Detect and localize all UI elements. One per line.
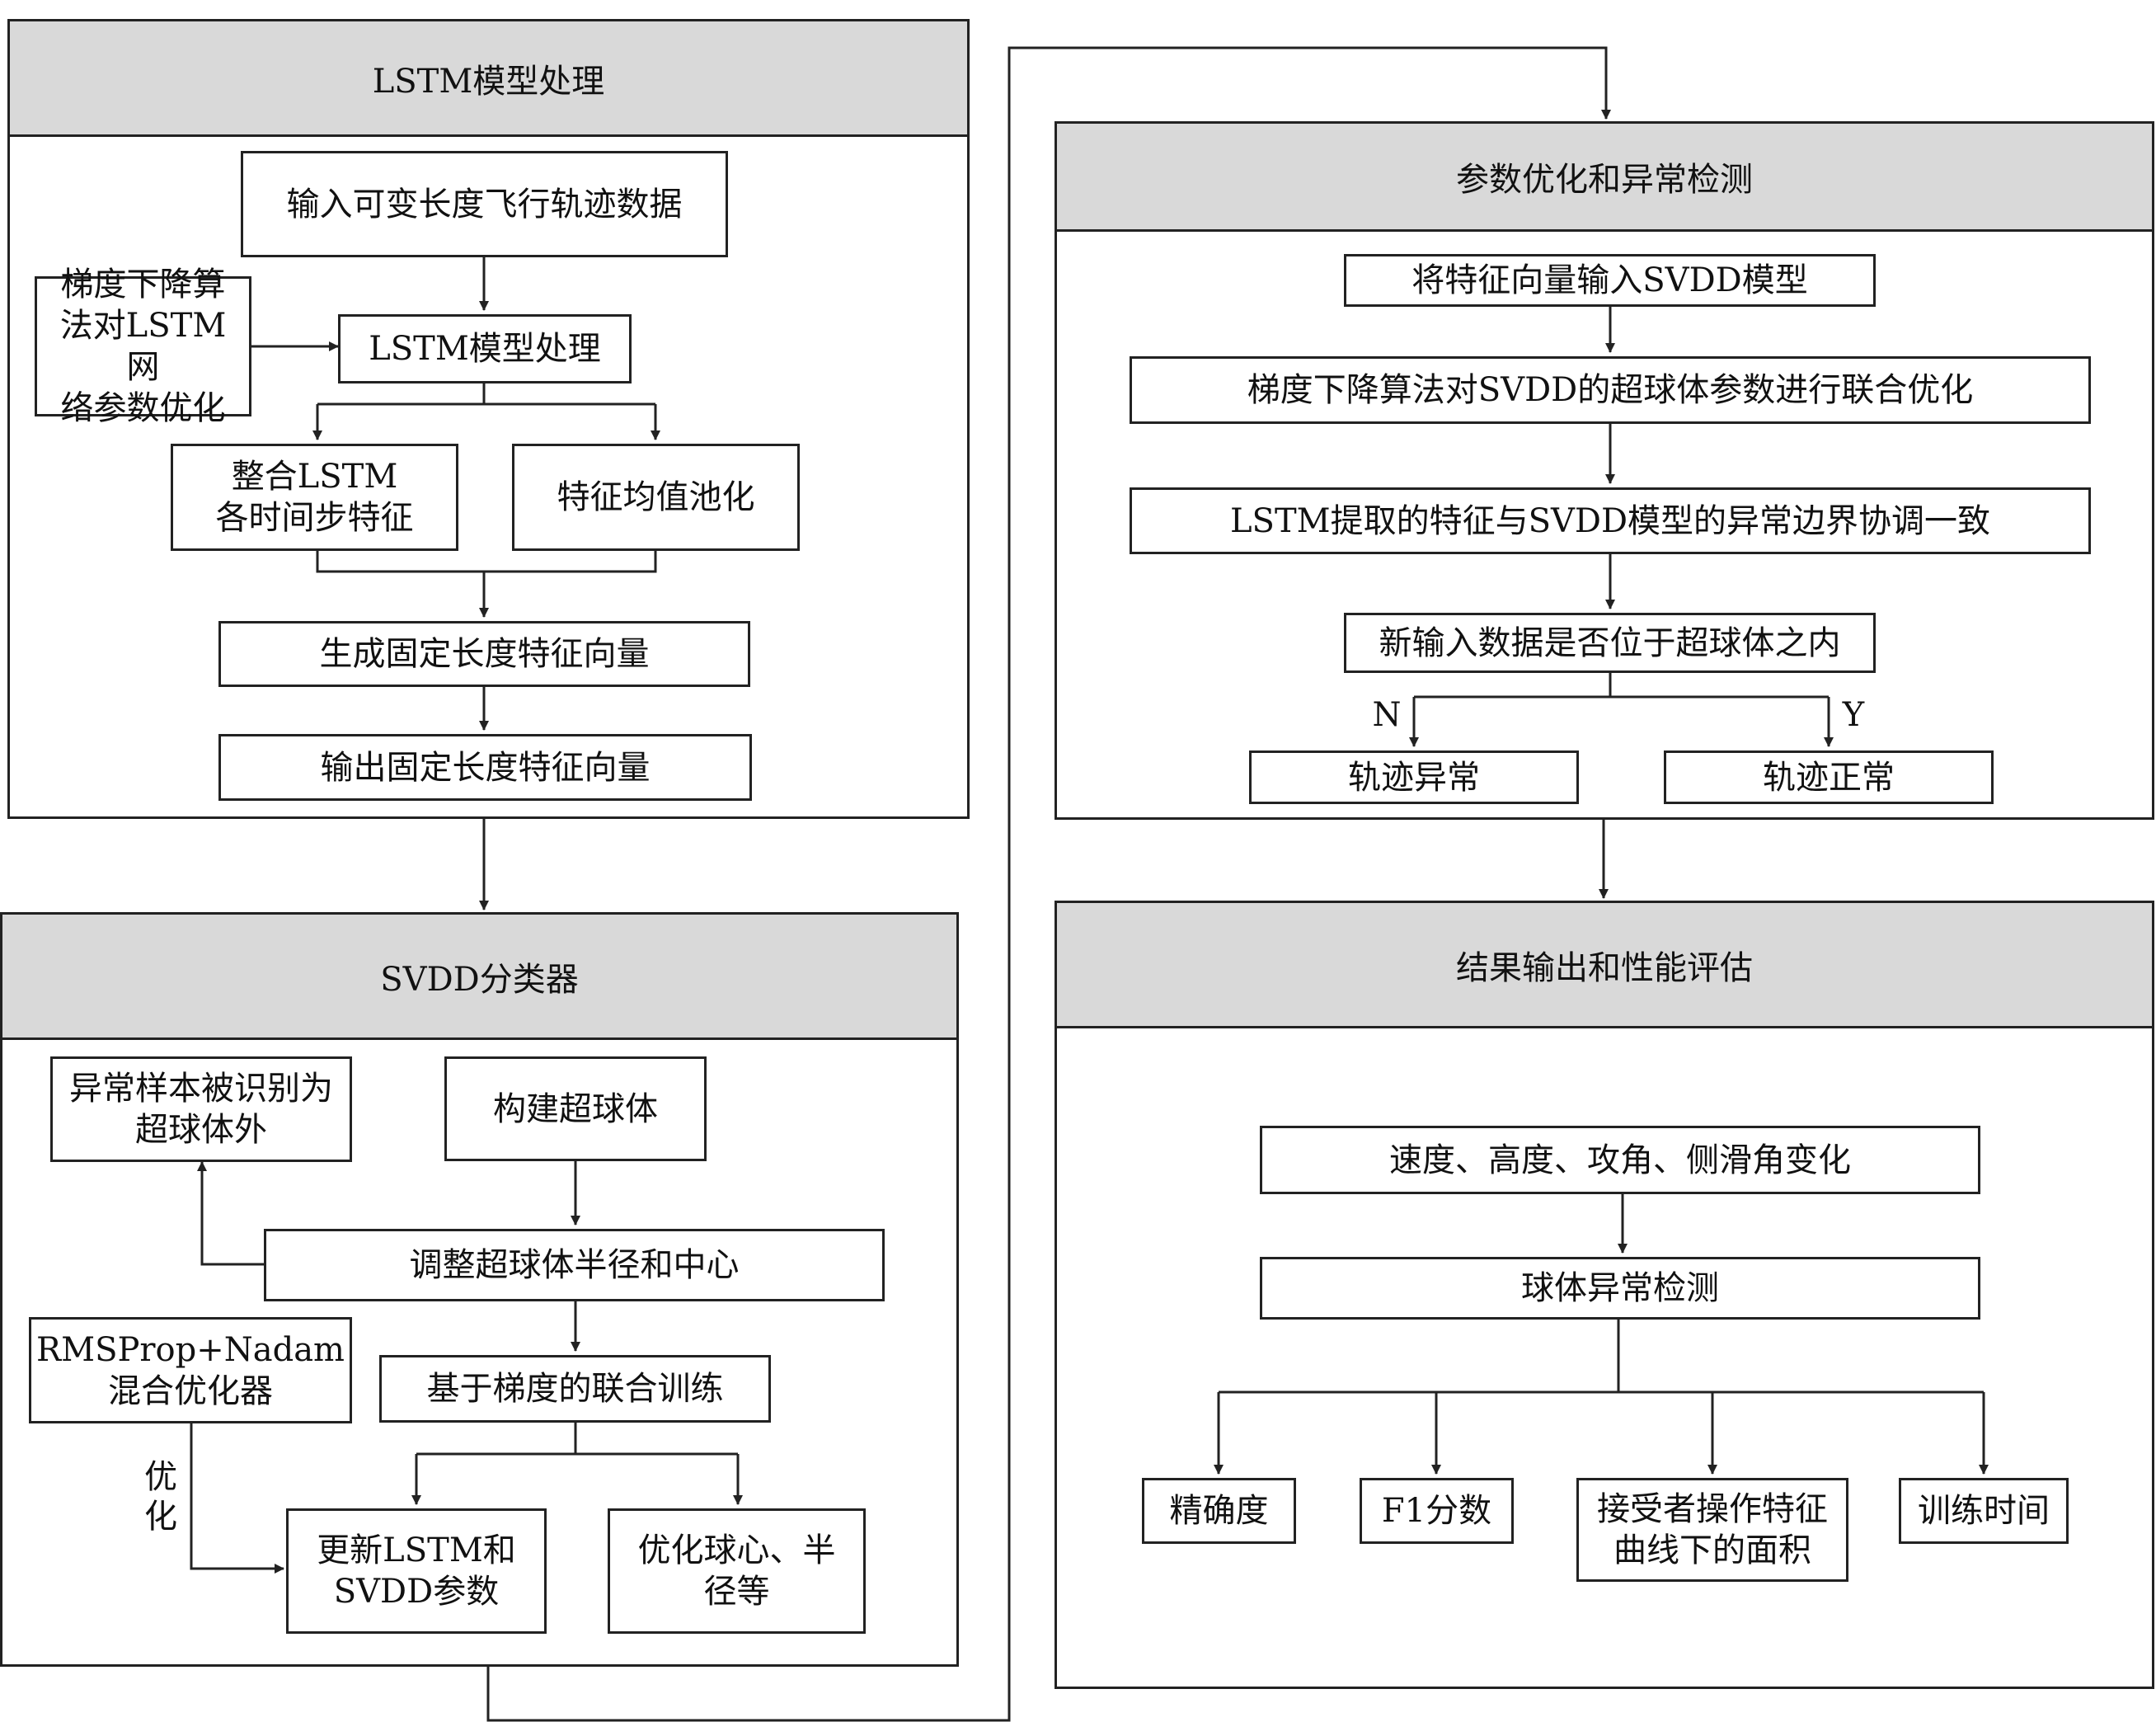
trajectory-abnormal-box: 轨迹异常: [1249, 750, 1579, 804]
train-time-box: 训练时间: [1899, 1478, 2069, 1544]
flight-variables-box: 速度、高度、攻角、侧滑角变化: [1260, 1126, 1980, 1194]
build-hypersphere-box: 构建超球体: [444, 1056, 707, 1161]
result-panel-title: 结果输出和性能评估: [1057, 903, 2152, 1028]
trajectory-normal-box: 轨迹正常: [1664, 750, 1994, 804]
decision-box: 新输入数据是否位于超球体之内: [1344, 613, 1876, 673]
param-panel: 参数优化和异常检测: [1055, 121, 2154, 820]
gradient-svdd-box: 梯度下降算法对SVDD的超球体参数进行联合优化: [1130, 356, 2091, 424]
optimize-center-box: 优化球心、半 径等: [608, 1508, 866, 1634]
consistent-boundary-box: LSTM提取的特征与SVDD模型的异常边界协调一致: [1130, 487, 2091, 554]
svdd-panel-title: SVDD分类器: [2, 915, 956, 1040]
gradient-lstm-box: 梯度下降算 法对LSTM网 络参数优化: [35, 266, 251, 427]
precision-box: 精确度: [1142, 1478, 1296, 1544]
auc-box: 接受者操作特征 曲线下的面积: [1576, 1478, 1848, 1582]
joint-training-box: 基于梯度的联合训练: [379, 1355, 771, 1423]
no-label: N: [1372, 696, 1402, 734]
generate-vector-box: 生成固定长度特征向量: [218, 621, 750, 687]
sphere-detection-box: 球体异常检测: [1260, 1257, 1980, 1320]
optimize-label: 优 化: [144, 1458, 177, 1536]
feed-svdd-box: 将特征向量输入SVDD模型: [1344, 254, 1876, 307]
f1-score-box: F1分数: [1360, 1478, 1514, 1544]
param-panel-title: 参数优化和异常检测: [1057, 124, 2152, 232]
input-trajectory-box: 输入可变长度飞行轨迹数据: [241, 151, 728, 257]
anomaly-outside-box: 异常样本被识别为 超球体外: [50, 1056, 352, 1162]
output-vector-box: 输出固定长度特征向量: [218, 734, 752, 801]
adjust-radius-box: 调整超球体半径和中心: [264, 1229, 885, 1301]
update-params-box: 更新LSTM和 SVDD参数: [286, 1508, 547, 1634]
mean-pooling-box: 特征均值池化: [512, 444, 800, 551]
yes-label: Y: [1842, 696, 1865, 734]
lstm-process-box: LSTM模型处理: [338, 314, 632, 383]
lstm-panel-title: LSTM模型处理: [10, 21, 967, 137]
hybrid-optimizer-box: RMSProp+Nadam 混合优化器: [29, 1317, 352, 1423]
integrate-features-box: 整合LSTM 各时间步特征: [171, 444, 458, 551]
